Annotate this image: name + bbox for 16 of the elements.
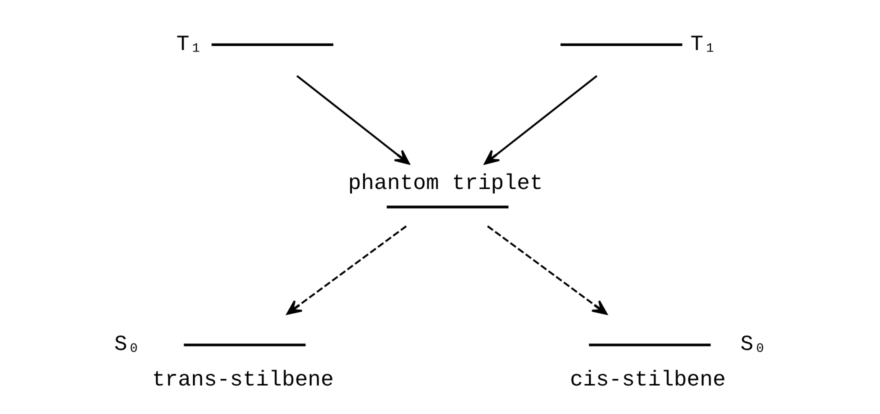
node-bar: [183, 344, 306, 346]
node-label: S₀: [740, 333, 766, 358]
arrow: [286, 225, 406, 315]
node-label: phantom triplet: [348, 172, 542, 196]
node-bar: [386, 206, 508, 208]
arrow: [486, 225, 607, 315]
node-bar: [211, 43, 333, 46]
node-label: T₁: [176, 32, 202, 57]
node-label: T₁: [690, 32, 716, 57]
arrow: [483, 75, 597, 165]
node-label: cis-stilbene: [570, 368, 726, 392]
arrow: [296, 75, 410, 165]
node-bar: [588, 344, 710, 346]
node-bar: [560, 43, 682, 46]
node-label: trans-stilbene: [152, 368, 334, 392]
node-label: S₀: [114, 333, 140, 358]
